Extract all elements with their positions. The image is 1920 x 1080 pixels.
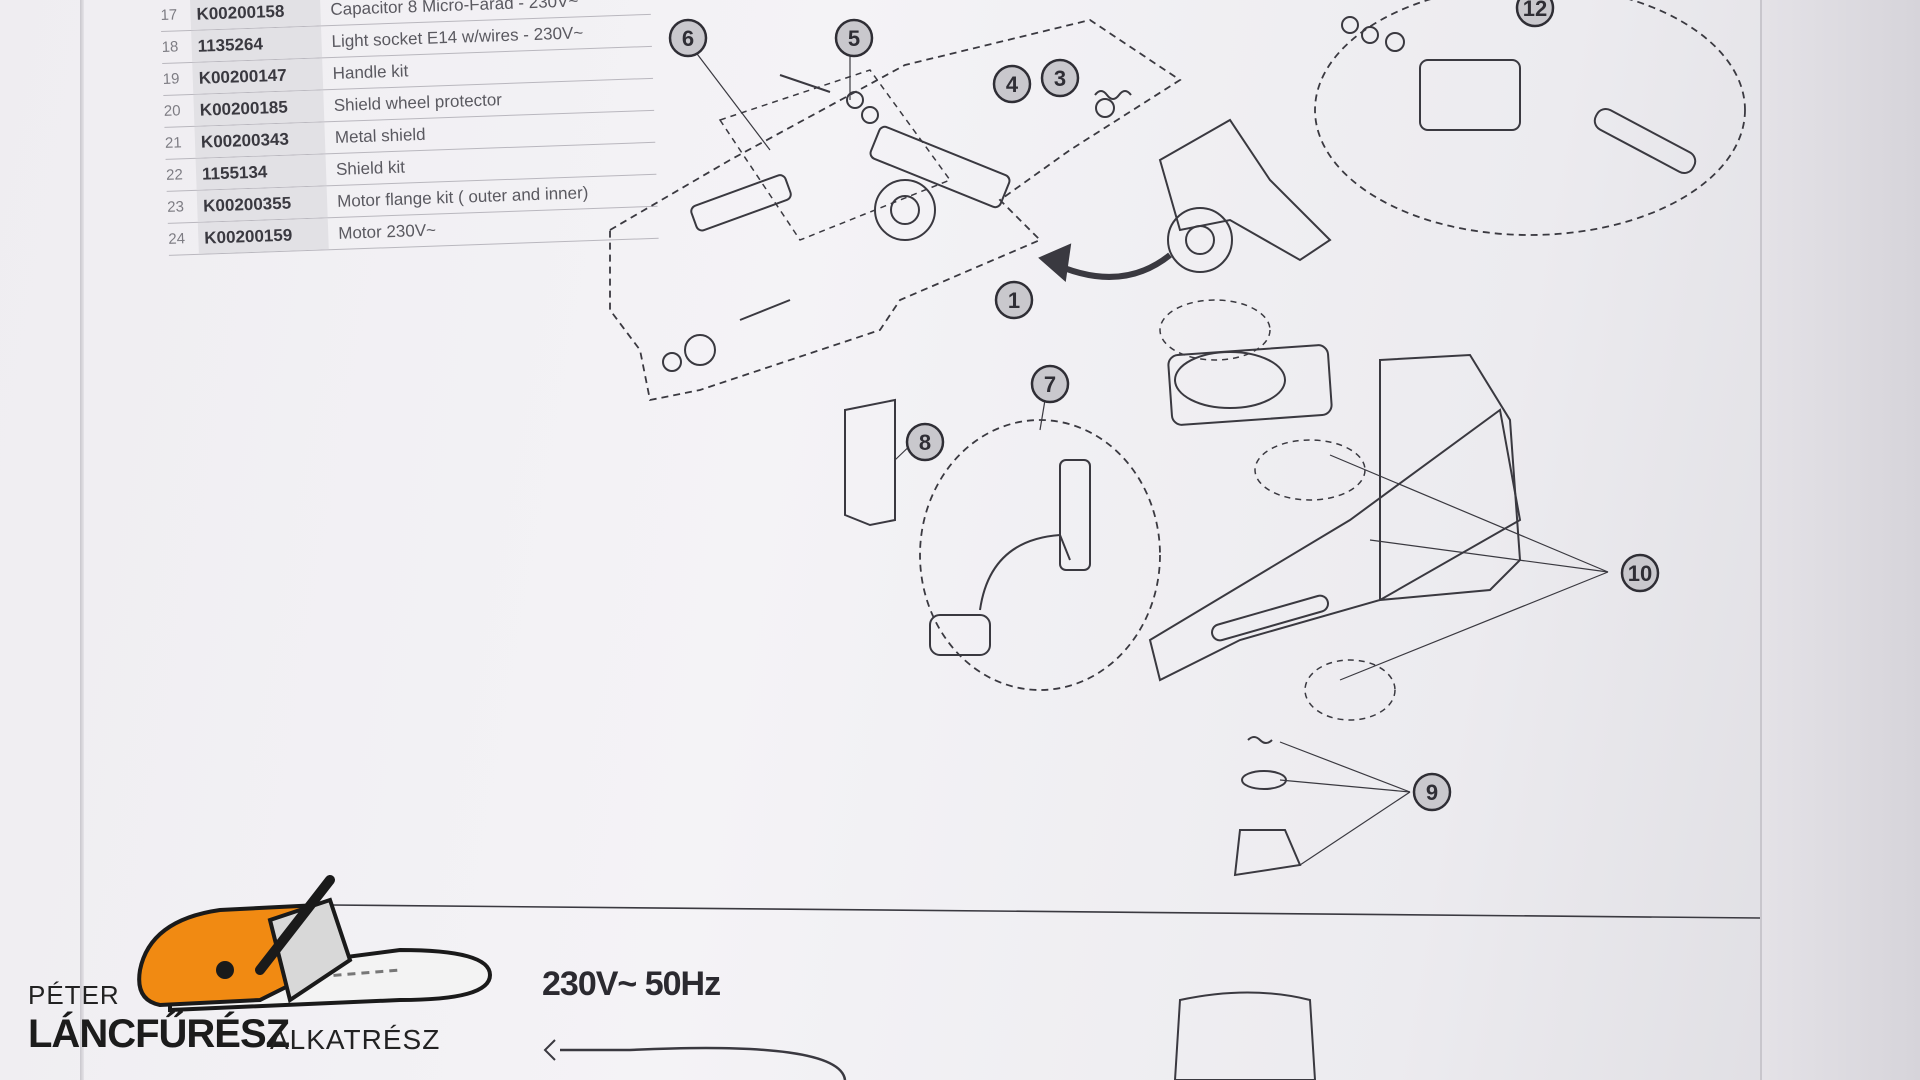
power-cord xyxy=(560,1046,847,1080)
pivot-assembly xyxy=(1158,118,1332,262)
watermark-name: PÉTER xyxy=(28,980,120,1010)
watermark-sub: ALKATRÉSZ xyxy=(270,1024,441,1055)
page-binding xyxy=(80,0,84,1080)
assembly-outline xyxy=(609,19,1182,402)
washer xyxy=(684,334,716,366)
spring xyxy=(1094,90,1132,100)
lamp-group-outline xyxy=(919,419,1161,691)
callout-number: 1 xyxy=(1008,288,1020,313)
callout-10: 10 xyxy=(1620,553,1660,593)
callout-number: 7 xyxy=(1044,372,1056,397)
base-plate xyxy=(1148,408,1522,682)
motor-housing xyxy=(1173,991,1317,1080)
callout-number: 4 xyxy=(1006,72,1019,97)
metal-bracket xyxy=(844,398,896,527)
callout-5: 5 xyxy=(834,18,874,58)
callout-9: 9 xyxy=(1412,772,1452,812)
pivot-housing xyxy=(874,179,936,241)
callout-number: 6 xyxy=(682,26,694,51)
stand-spring xyxy=(1247,736,1273,744)
callout-number: 8 xyxy=(919,430,931,455)
handle-arm xyxy=(869,125,1011,209)
callout-number: 10 xyxy=(1628,561,1652,586)
callout-number: 12 xyxy=(1523,0,1547,21)
callout-number: 5 xyxy=(848,26,860,51)
screw xyxy=(779,74,831,93)
callout-7: 7 xyxy=(1030,364,1070,404)
callout-number: 9 xyxy=(1426,780,1438,805)
vise-group-outline xyxy=(1314,0,1746,236)
callout-8: 8 xyxy=(905,422,945,462)
section-divider xyxy=(329,904,1761,919)
wiring-spec: 230V~ 50Hz xyxy=(542,965,721,1003)
callout-12: 12 xyxy=(1515,0,1555,28)
callout-number: 3 xyxy=(1054,66,1066,91)
gooseneck-lamp xyxy=(979,533,1071,611)
vise-block xyxy=(1419,59,1521,131)
callout-1: 1 xyxy=(994,280,1034,320)
page-edge xyxy=(1760,0,1920,1080)
callout-6: 6 xyxy=(668,18,708,58)
callout-4: 4 xyxy=(992,64,1032,104)
vise-rod xyxy=(1593,107,1697,175)
callout-3: 3 xyxy=(1040,58,1080,98)
chainsaw-logo-icon xyxy=(137,875,493,1013)
link-plate xyxy=(690,174,792,232)
watermark-brand: LÁNCFŰRÉSZ xyxy=(28,1012,290,1056)
